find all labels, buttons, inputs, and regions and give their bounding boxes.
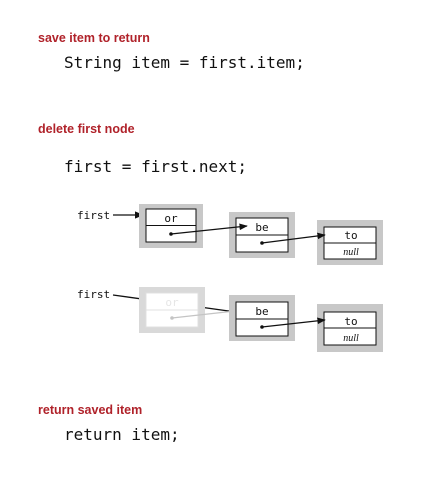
- before-link-or-be: [170, 223, 248, 235]
- before-node-or: or: [139, 204, 203, 248]
- after-node-be: be: [229, 295, 295, 341]
- delete-first-code: first = first.next;: [64, 157, 247, 176]
- return-item-code: return item;: [64, 425, 180, 444]
- before-node-to: to null: [317, 220, 383, 265]
- before-node-be-item: be: [255, 221, 268, 234]
- after-node-to-item: to: [344, 315, 357, 328]
- delete-first-heading: delete first node: [38, 122, 135, 136]
- return-item-heading: return saved item: [38, 403, 142, 417]
- before-node-to-item: to: [344, 229, 357, 242]
- save-item-heading: save item to return: [38, 31, 150, 45]
- after-node-or-item: or: [165, 296, 179, 309]
- before-node-to-null: null: [343, 247, 359, 258]
- before-list: first or be to null: [77, 204, 383, 265]
- before-node-or-item: or: [164, 212, 178, 225]
- after-node-be-item: be: [255, 305, 268, 318]
- after-node-or-faded: or: [139, 287, 205, 333]
- before-first-label: first: [77, 209, 110, 222]
- before-link-be-to: [261, 232, 326, 244]
- after-node-to: to null: [317, 304, 383, 352]
- before-node-be: be: [229, 212, 295, 258]
- after-list: first or be to null: [77, 287, 383, 352]
- save-item-code: String item = first.item;: [64, 53, 305, 72]
- after-node-to-null: null: [343, 333, 359, 344]
- after-link-be-to: [261, 317, 326, 328]
- after-first-label: first: [77, 288, 110, 301]
